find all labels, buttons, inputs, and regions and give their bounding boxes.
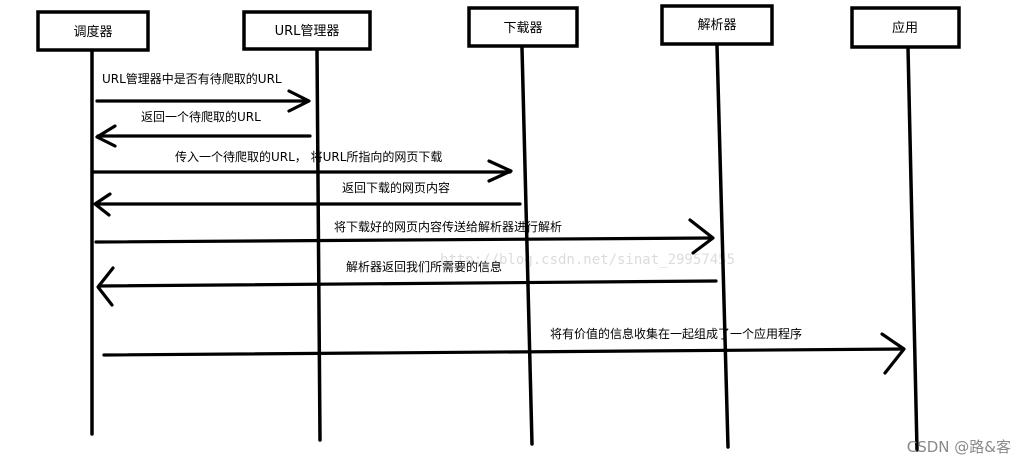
message-label: 返回一个待爬取的URL <box>141 109 261 124</box>
message-label: 将有价值的信息收集在一起组成了一个应用程序 <box>550 326 802 341</box>
message-2: 返回一个待爬取的URL <box>95 109 312 148</box>
participant-url-manager: URL管理器 <box>242 10 372 51</box>
message-1: URL管理器中是否有待爬取的URL <box>95 71 311 113</box>
message-label: 将下载好的网页内容传送给解析器进行解析 <box>334 219 562 234</box>
participant-label: 调度器 <box>73 24 112 40</box>
watermark: http://blog.csdn.net/sinat_29957455 <box>440 252 735 268</box>
participant-application: 应用 <box>850 6 961 49</box>
footer-attribution: CSDN @路&客 <box>907 438 1011 456</box>
message-label: 返回下载的网页内容 <box>342 180 450 195</box>
participant-scheduler: 调度器 <box>36 10 150 52</box>
message-label: 传入一个待爬取的URL， 将URL所指向的网页下载 <box>175 149 442 164</box>
message-6: 解析器返回我们所需要的信息 <box>96 259 718 307</box>
message-4: 返回下载的网页内容 <box>93 180 522 217</box>
lifeline-url-manager <box>315 48 322 442</box>
lifeline-downloader <box>520 46 534 446</box>
participant-label: URL管理器 <box>275 24 340 39</box>
message-label: URL管理器中是否有待爬取的URL <box>102 71 282 86</box>
message-3: 传入一个待爬取的URL， 将URL所指向的网页下载 <box>90 149 513 183</box>
participant-label: 下载器 <box>503 21 542 36</box>
participant-parser: 解析器 <box>660 4 774 46</box>
participant-downloader: 下载器 <box>467 6 579 48</box>
participant-label: 应用 <box>892 20 918 36</box>
message-7: 将有价值的信息收集在一起组成了一个应用程序 <box>102 326 906 375</box>
participant-label: 解析器 <box>697 18 736 33</box>
lifeline-application <box>906 46 919 452</box>
message-label: 解析器返回我们所需要的信息 <box>346 259 502 274</box>
message-5: 将下载好的网页内容传送给解析器进行解析 <box>94 218 715 255</box>
lifeline-parser <box>715 44 730 449</box>
